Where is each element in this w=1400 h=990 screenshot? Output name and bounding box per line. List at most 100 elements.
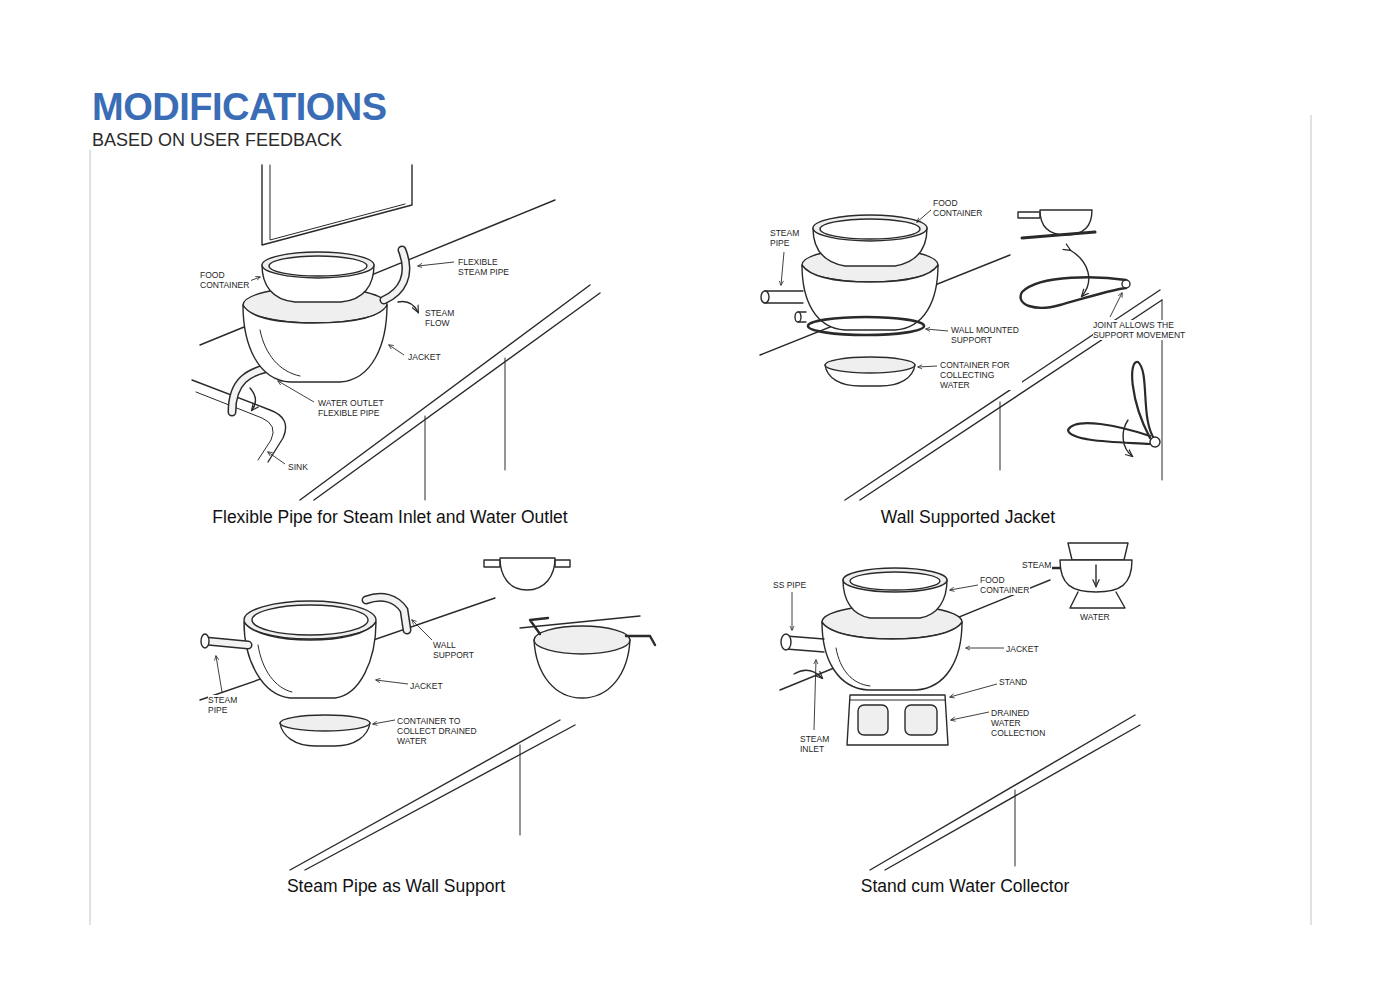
part-label: WALL MOUNTED SUPPORT <box>951 325 1029 345</box>
jacket-rim <box>244 601 376 639</box>
leader-line <box>781 252 784 285</box>
leader-line <box>1110 293 1122 317</box>
leader-line <box>926 329 948 331</box>
leader-line <box>950 684 997 697</box>
food-container-inner <box>269 256 367 276</box>
icon-steam-pipe <box>1052 567 1060 569</box>
leader-line <box>950 585 978 590</box>
leader-line <box>278 381 314 402</box>
jacket-body <box>244 622 376 698</box>
leader-line <box>966 648 1004 649</box>
panel-steam-pipe-support <box>200 558 655 870</box>
part-label: FOOD CONTAINER <box>200 270 251 290</box>
water-outlet-pipe <box>232 368 268 412</box>
steam-flow-arrow <box>794 671 822 678</box>
part-label: STEAM INLET <box>800 734 838 754</box>
part-label: JACKET <box>410 681 460 691</box>
icon-bowl <box>500 558 555 590</box>
flexible-steam-pipe <box>384 250 406 300</box>
wall-support-pipe <box>366 597 407 630</box>
steam-pipe-end <box>201 634 209 648</box>
icon-bowl <box>1040 210 1092 235</box>
part-label: STEAM PIPE <box>208 695 244 715</box>
panel-flexible-pipe <box>192 165 600 500</box>
page-frame <box>90 115 1311 925</box>
part-label: STAND <box>999 677 1043 687</box>
window-frame <box>270 165 405 240</box>
leader-line <box>951 712 989 720</box>
part-label: STEAM PIPE <box>770 228 806 248</box>
part-label: CONTAINER FOR COLLECTING WATER <box>940 360 1022 390</box>
part-label: DRAINED WATER COLLECTION <box>991 708 1055 738</box>
counter-back-edge <box>200 598 495 700</box>
part-label: STEAM FLOW <box>425 308 465 328</box>
folded-support <box>1132 362 1155 440</box>
steam-pipe <box>206 641 248 645</box>
steam-pipe-end <box>761 291 769 303</box>
leader-line <box>389 345 404 355</box>
part-label: FLEXIBLE STEAM PIPE <box>458 257 518 277</box>
panel-caption: Flexible Pipe for Steam Inlet and Water … <box>170 507 610 528</box>
icon-wall-line <box>1022 232 1095 238</box>
water-flow-arrow <box>250 388 256 410</box>
support-joint <box>1150 437 1160 447</box>
page-subtitle: BASED ON USER FEEDBACK <box>92 130 342 150</box>
part-label: SINK <box>288 462 328 472</box>
leader-line <box>418 262 454 266</box>
leader-line <box>412 620 432 640</box>
icon-handle <box>555 560 570 567</box>
panel-stand-collector <box>780 543 1140 870</box>
icon-water-arrow <box>1095 565 1096 586</box>
stand-opening <box>858 705 888 735</box>
cabinet-line <box>505 358 506 470</box>
steam-pipe <box>765 291 803 303</box>
part-label: WATER <box>1080 612 1120 622</box>
leader-line <box>268 452 285 464</box>
part-label: FOOD CONTAINER <box>933 198 983 218</box>
steam-pipe <box>206 641 248 645</box>
water-container-rim <box>280 715 370 731</box>
water-container-rim <box>825 357 915 373</box>
leader-line <box>917 210 931 222</box>
part-label: SS PIPE <box>773 580 823 590</box>
ss-pipe-end <box>781 634 791 650</box>
part-label: JACKET <box>408 352 458 362</box>
stand-edge <box>850 700 945 701</box>
icon-handle <box>1018 212 1040 218</box>
support-loop <box>1021 277 1126 307</box>
part-label: STEAM <box>1022 560 1052 570</box>
folded-support <box>1068 423 1150 444</box>
icon-support-arm <box>626 636 655 645</box>
shade-line <box>836 648 870 686</box>
leader-line <box>814 660 816 730</box>
jacket-inner <box>252 605 368 635</box>
food-container-rim <box>813 215 927 241</box>
stand-opening <box>905 705 937 735</box>
part-label: WALL SUPPORT <box>433 640 481 660</box>
icon-handle <box>484 560 500 567</box>
leader-line <box>792 592 793 630</box>
food-container-rim <box>843 568 947 592</box>
wall-support-ring <box>808 317 924 335</box>
icon-food-container <box>1068 543 1128 560</box>
frame-line <box>90 150 91 925</box>
flexible-steam-pipe <box>384 250 406 300</box>
counter-front-edge <box>885 725 1140 870</box>
cabinet-line <box>1000 402 1001 470</box>
panel-caption: Wall Supported Jacket <box>748 507 1188 528</box>
icon-jacket <box>1060 560 1132 592</box>
window-frame <box>262 165 412 245</box>
wall-support-pipe <box>366 597 407 630</box>
stand-body <box>847 695 948 745</box>
cabinet-line <box>520 745 521 835</box>
jacket-body <box>243 305 387 382</box>
part-label: CONTAINER TO COLLECT DRAINED WATER <box>397 716 479 746</box>
rotation-arrow <box>1123 420 1132 456</box>
water-outlet-pipe <box>232 368 268 412</box>
panel-caption: Stand cum Water Collector <box>745 876 1185 897</box>
support-joint <box>1122 280 1130 288</box>
frame-line <box>1311 115 1312 925</box>
icon-support-arm <box>530 618 548 634</box>
ss-pipe <box>786 636 824 652</box>
